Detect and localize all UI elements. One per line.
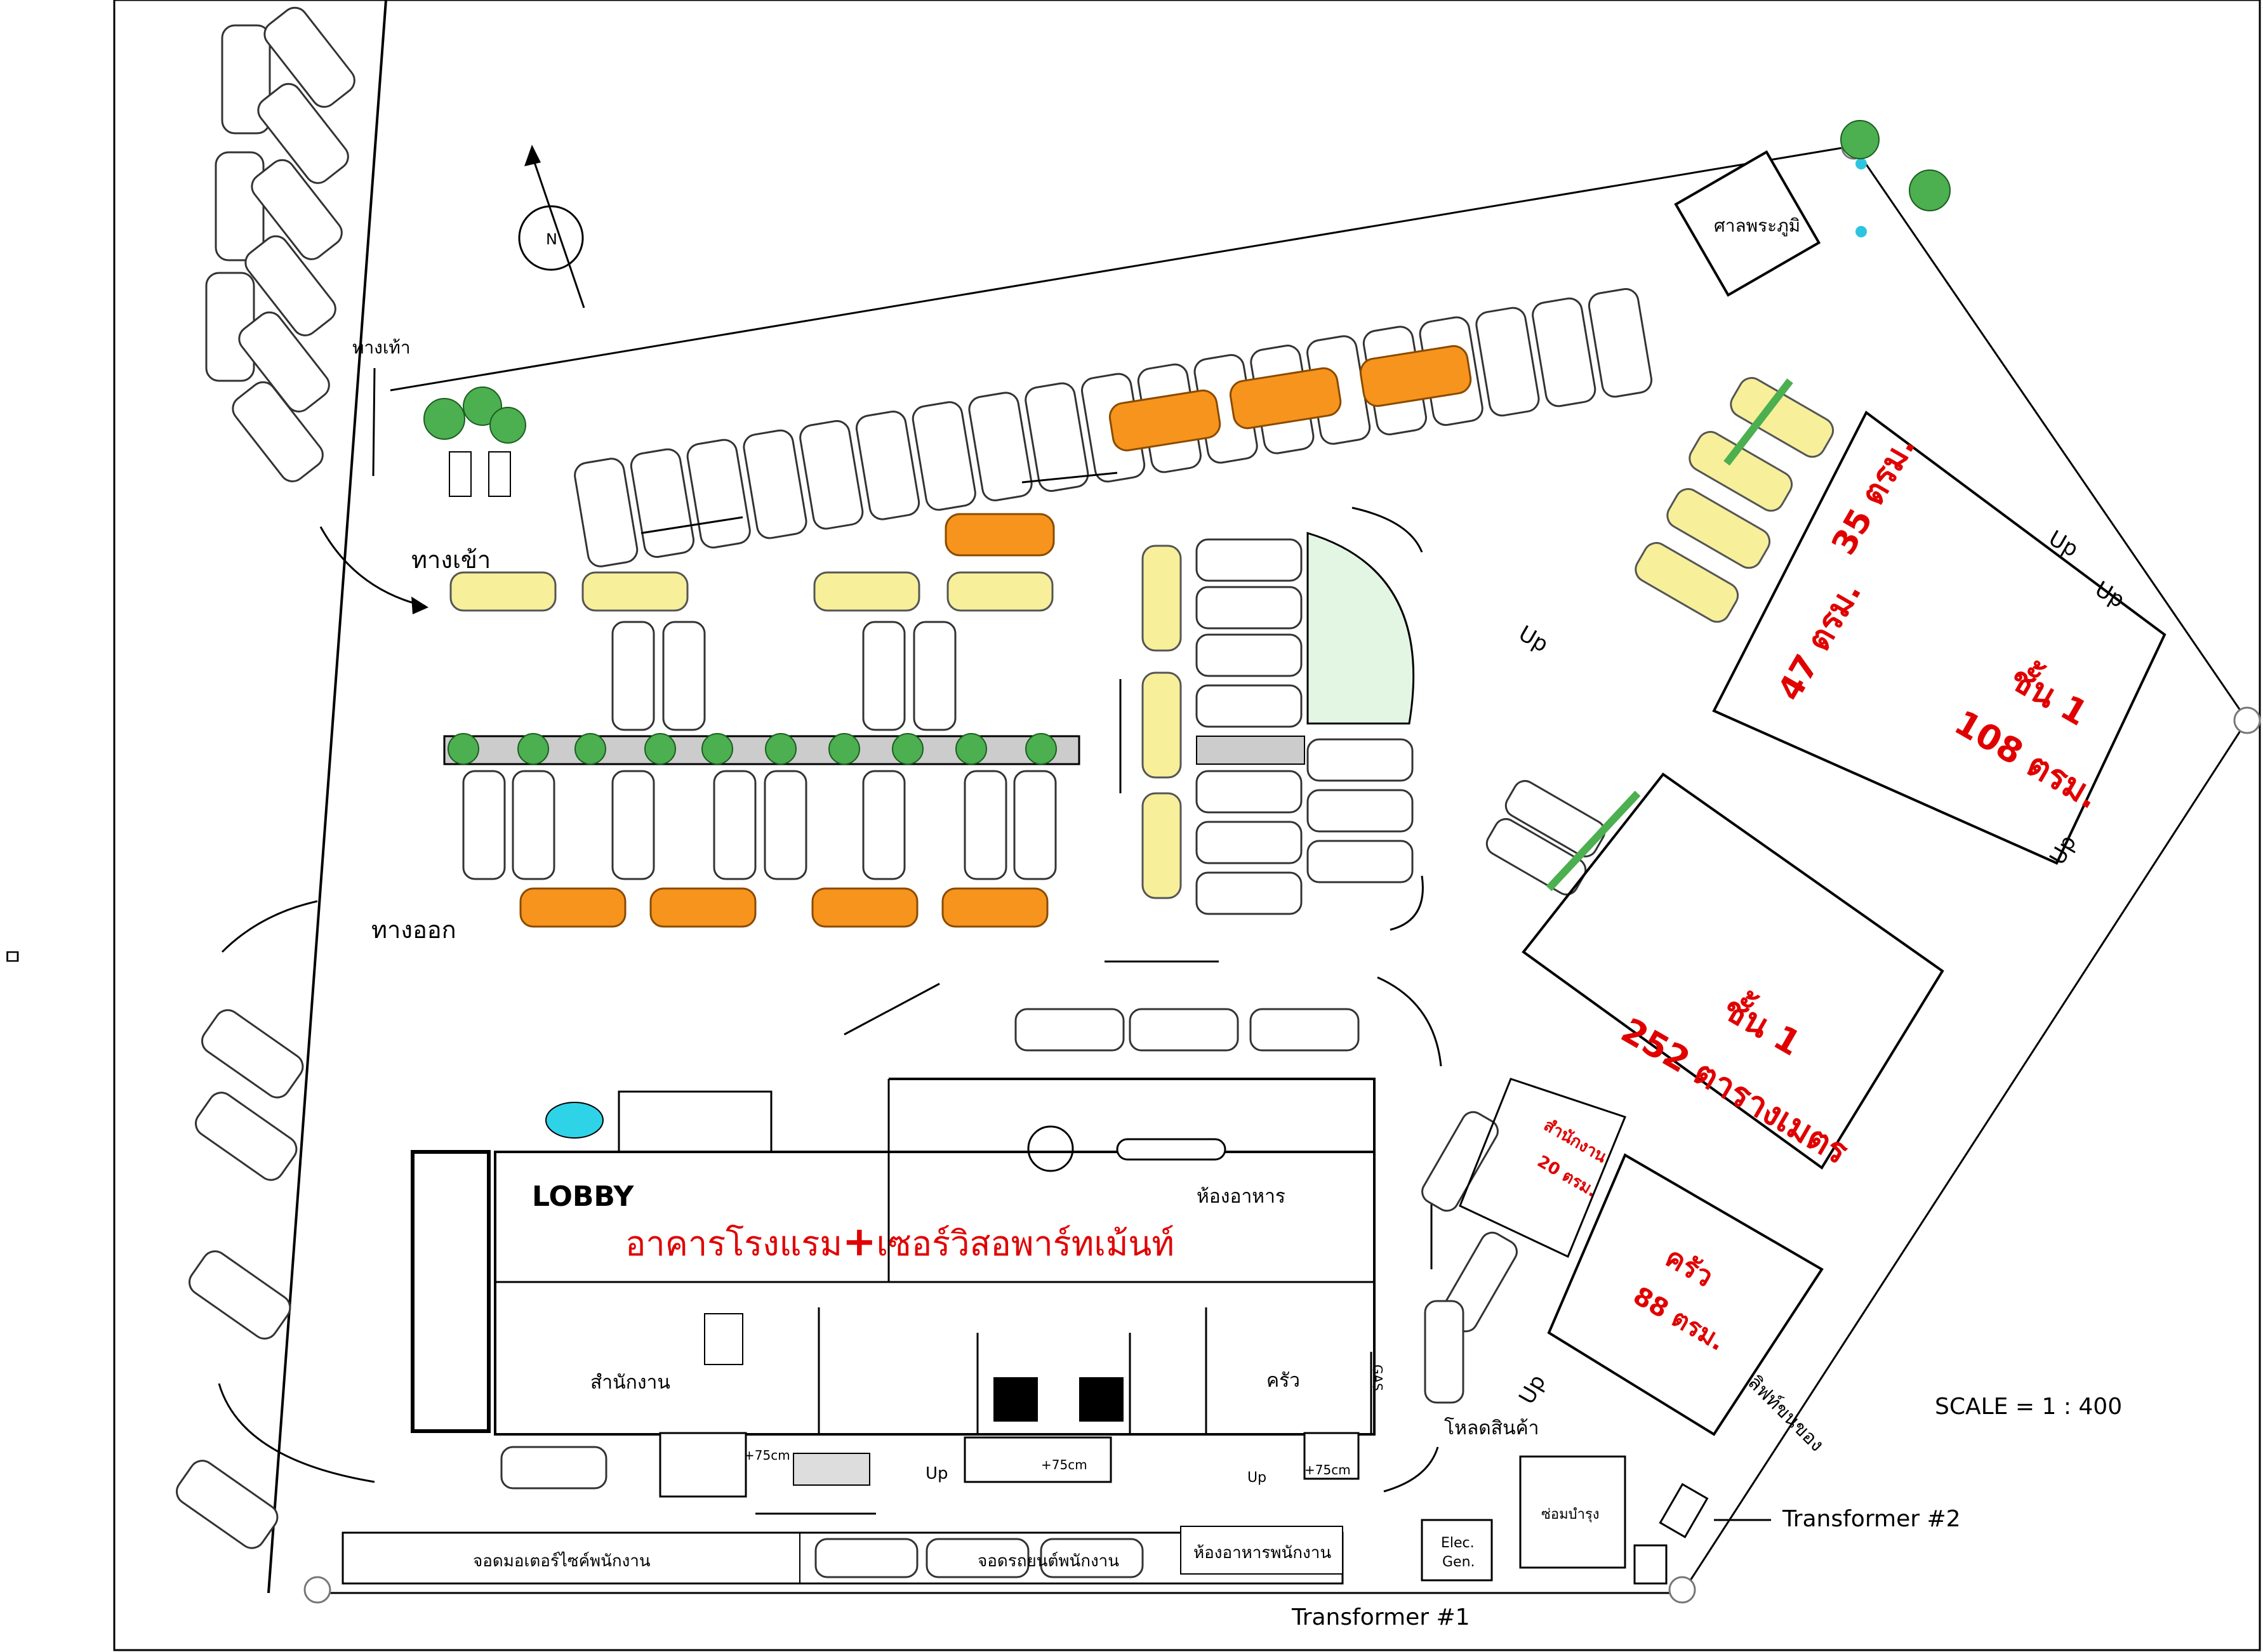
up-label-3: Up: [2091, 576, 2129, 613]
traffic-arrows: [218, 472, 1442, 1515]
north-compass: N: [518, 145, 585, 308]
transformer-2-label: Transformer #2: [1782, 1506, 1961, 1532]
hotel-title-plus: +: [842, 1219, 877, 1265]
area-47: 47 ตรม.: [1770, 575, 1869, 708]
motorcycle-parking-label: จอดมอเตอร์ไซค์พนักงาน: [473, 1551, 651, 1571]
loading-label: โหลดสินค้า: [1444, 1417, 1539, 1439]
hotel-title-b: เซอร์วิสอพาร์ทเม้นท์: [877, 1224, 1174, 1264]
scale-label: SCALE = 1 : 400: [1935, 1394, 2122, 1420]
central-parking: [443, 571, 1080, 928]
apartment-side-cars: [1421, 377, 1835, 1333]
up-label-hotel-2: Up: [1247, 1470, 1266, 1486]
walkway-arrow: [372, 367, 376, 477]
area-35: 35 ตรม.: [1824, 429, 1923, 562]
edge-mark: ㅁ: [3, 945, 22, 970]
kitchen-label: ครัว: [1266, 1370, 1300, 1392]
orange-cars-north: [945, 345, 1472, 557]
up-label-hotel-1: Up: [926, 1464, 948, 1483]
staff-dining-label: ห้องอาหารพนักงาน: [1193, 1543, 1331, 1563]
exit-label: ทางออก: [371, 916, 456, 944]
freight-lift-label: ลิฟท์ขนของ: [1743, 1371, 1828, 1456]
ramp-label-1: +75cm: [744, 1448, 790, 1463]
entrance-arrow: [319, 526, 426, 607]
transformer-1-label: Transformer #1: [1291, 1604, 1470, 1630]
gas-label: GAS: [1370, 1365, 1385, 1391]
compass-label: N: [546, 230, 557, 248]
ramp-label-3: +75cm: [1304, 1462, 1351, 1477]
up-label-5: Up: [1514, 1370, 1551, 1408]
office-label: สำนักงาน: [590, 1371, 670, 1394]
floor1-area-big: 252 ตารางเมตร: [1615, 1010, 1855, 1172]
kitchen-label-apartment: ครัว: [1660, 1241, 1719, 1293]
hotel-title-a: อาคารโรงแรม: [625, 1224, 842, 1264]
floor1-label-small: ชั้น 1: [2003, 654, 2097, 734]
lobby-label: LOBBY: [532, 1180, 635, 1213]
up-label-1: Up: [1515, 621, 1553, 657]
entrance-trees: [423, 387, 526, 497]
maintenance-label: ซ่อมบำรุง: [1541, 1507, 1600, 1523]
elec-gen-label-1: Elec.: [1441, 1535, 1475, 1551]
up-label-4: Up: [2045, 831, 2081, 869]
transformer-2: [1659, 1483, 1709, 1538]
entrance-label: ทางเข้า: [411, 546, 491, 574]
walkway-label: ทางเท้า: [352, 337, 411, 358]
hotel-title: อาคารโรงแรม+เซอร์วิสอพาร์ทเม้นท์: [625, 1219, 1174, 1265]
staff-car-parking-label: จอดรถยนต์พนักงาน: [978, 1552, 1119, 1571]
floor1-label-big: ชั้น 1: [1716, 984, 1810, 1064]
east-parking-block: [1141, 531, 1415, 915]
elec-gen-label-2: Gen.: [1442, 1554, 1475, 1570]
apartment-building: [1459, 378, 2167, 1436]
kitchen-area-apartment: 88 ตรม.: [1628, 1281, 1730, 1357]
drawing-frame: [113, 0, 2261, 1651]
street-parked-cars: [176, 6, 355, 1549]
service-strip: [342, 1455, 1668, 1585]
up-label-2: Up: [2045, 525, 2083, 562]
shrine-label: ศาลพระภูมิ: [1714, 215, 1800, 237]
shrine: ศาลพระภูมิ: [1674, 120, 1951, 297]
hotel-building: [411, 1008, 1464, 1498]
ramp-label-2: +75cm: [1041, 1457, 1087, 1472]
restaurant-label: ห้องอาหาร: [1197, 1186, 1285, 1208]
